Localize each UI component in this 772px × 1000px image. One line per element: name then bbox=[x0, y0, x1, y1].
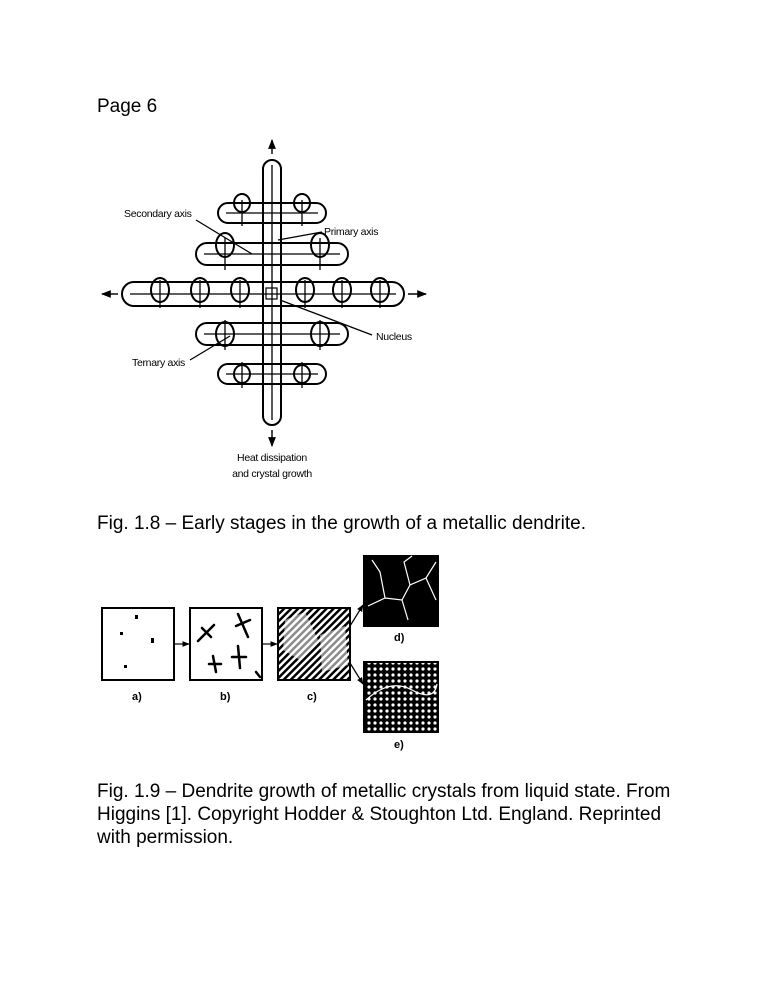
page-number: Page 6 bbox=[97, 96, 158, 117]
primary-axis-label: Primary axis bbox=[324, 226, 378, 238]
panel-c-impinging bbox=[277, 607, 351, 681]
panel-a-label: a) bbox=[132, 691, 142, 703]
dendrite-axes bbox=[130, 165, 396, 420]
figure-1-8-caption: Fig. 1.8 – Early stages in the growth of… bbox=[97, 513, 586, 534]
ternary-axis-label: Ternary axis bbox=[132, 357, 185, 369]
panel-a-nuclei bbox=[101, 607, 175, 681]
heat-dissipation-label: Heat dissipation bbox=[237, 452, 307, 464]
nucleus-marker bbox=[265, 287, 278, 300]
panel-b-label: b) bbox=[220, 691, 231, 703]
panel-e-label: e) bbox=[394, 739, 404, 751]
panel-e-microstructure bbox=[363, 661, 439, 733]
nucleus-label: Nucleus bbox=[376, 331, 412, 343]
figure-1-9-caption: Fig. 1.9 – Dendrite growth of metallic c… bbox=[97, 781, 671, 848]
sequence-arrows bbox=[175, 604, 364, 685]
growth-arrows bbox=[101, 139, 427, 447]
secondary-axis-label: Secondary axis bbox=[124, 208, 192, 220]
panel-d-label: d) bbox=[394, 632, 405, 644]
leader-lines bbox=[189, 219, 373, 361]
crystal-growth-label: and crystal growth bbox=[232, 468, 312, 480]
panel-d-grains bbox=[363, 555, 439, 627]
panel-c-label: c) bbox=[307, 691, 317, 703]
panel-b-dendrites bbox=[189, 607, 263, 681]
